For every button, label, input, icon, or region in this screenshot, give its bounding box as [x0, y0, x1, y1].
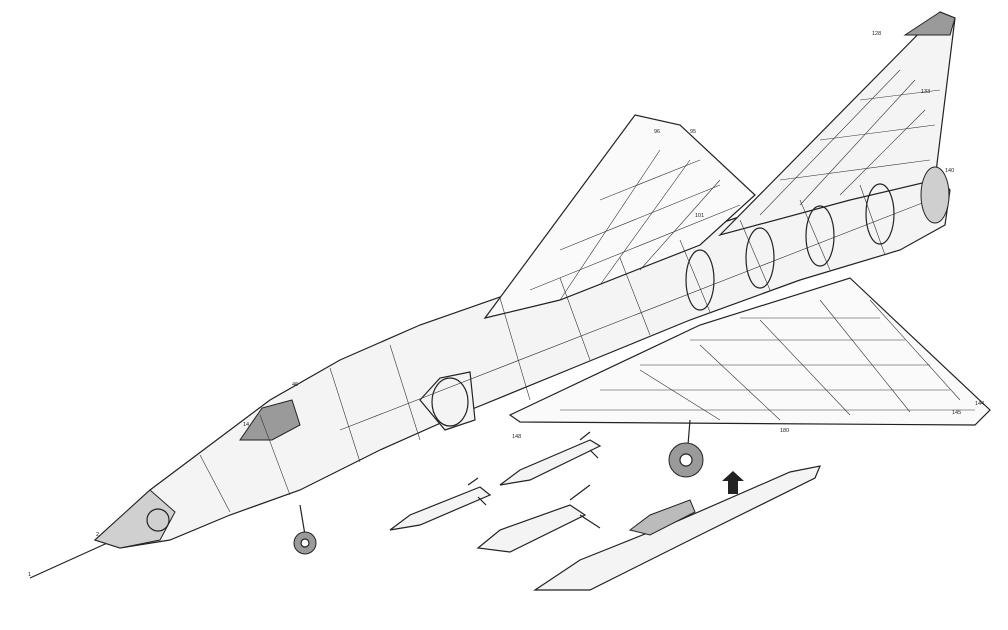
- callout-label: 14: [243, 422, 249, 428]
- callout-label: 145: [952, 410, 961, 416]
- callout-label: 96: [654, 129, 660, 135]
- callout-labels: 1 2 14 46 95 96 101 128 133 140 144 145 …: [28, 31, 984, 578]
- fuselage-frames: [199, 184, 931, 513]
- air-intake: [419, 371, 476, 431]
- callout-label: 46: [292, 382, 298, 388]
- tail-ribs: [759, 69, 941, 216]
- callout-label: 128: [872, 31, 881, 37]
- delta-wing-lower: [508, 277, 991, 426]
- up-arrow-icon: [722, 471, 744, 494]
- vertical-tail: [718, 11, 956, 237]
- callout-label: 95: [690, 129, 696, 135]
- canopy: [239, 399, 301, 441]
- intake-ring: [431, 377, 469, 427]
- tail-tip: [903, 11, 956, 36]
- missile-upper: [499, 431, 602, 486]
- callout-label: 144: [975, 401, 984, 407]
- nose-landing-gear: [293, 504, 317, 555]
- callout-label: 140: [945, 168, 954, 174]
- main-landing-gear: [668, 419, 704, 478]
- callout-label: 180: [780, 428, 789, 434]
- missile-heavy: [476, 484, 601, 553]
- radar-dish: [146, 508, 170, 532]
- exhaust-nozzle: [920, 166, 950, 224]
- engine-section: [685, 183, 895, 311]
- callout-label: 101: [695, 213, 704, 219]
- tank-pylon: [628, 499, 696, 536]
- callout-label: 2: [96, 532, 99, 538]
- callout-label: 133: [921, 89, 930, 95]
- callout-label: 148: [512, 434, 521, 440]
- drop-tank: [533, 465, 821, 591]
- callout-label: 1: [28, 572, 31, 578]
- wing-grid: [529, 149, 975, 421]
- missile-lower-left: [389, 477, 492, 531]
